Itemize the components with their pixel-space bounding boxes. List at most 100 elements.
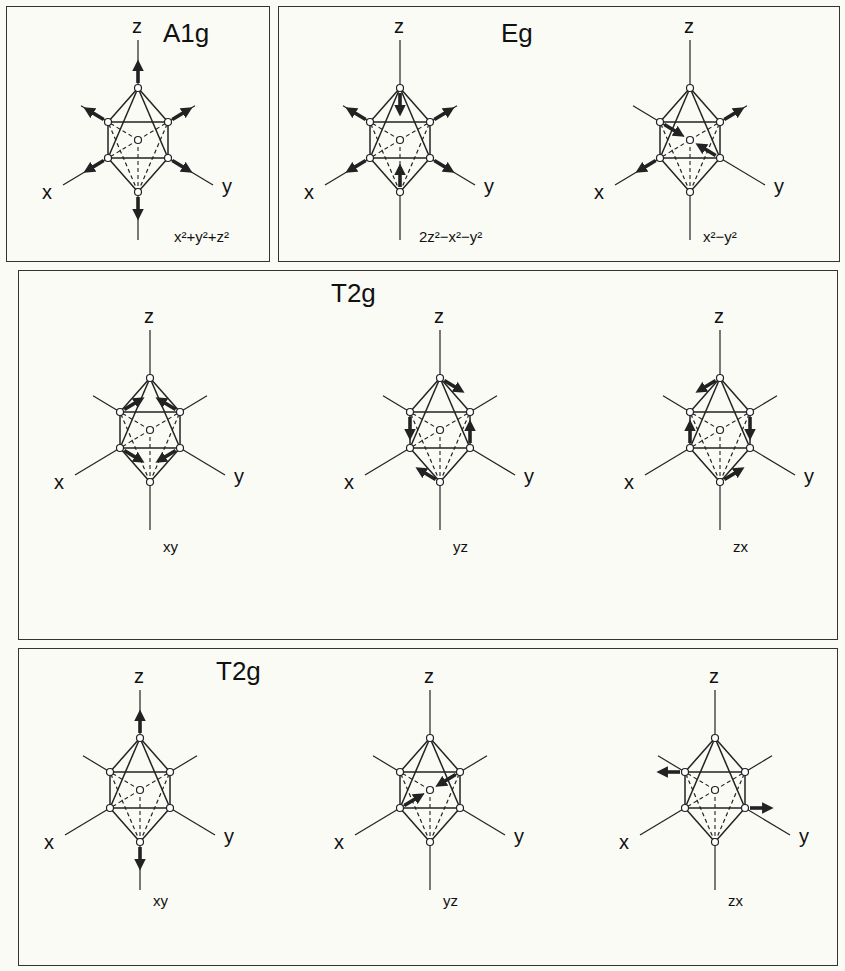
mode-panel: T2gxyyzzx [18, 648, 838, 966]
edge-line [685, 808, 715, 842]
axis-label: x [304, 182, 314, 202]
axis-line [180, 396, 207, 412]
edge-line [370, 122, 400, 192]
ligand-atom [147, 375, 154, 382]
edge-line [399, 772, 401, 808]
displacement-arrow [138, 714, 142, 733]
ligand-atom [657, 155, 664, 162]
axis-line [719, 482, 720, 530]
axis-line [170, 808, 215, 835]
inner-line [149, 430, 150, 482]
axis-line [750, 448, 795, 475]
ligand-atom [437, 479, 444, 486]
inner-line [430, 772, 460, 790]
axis-line [383, 396, 410, 412]
inner-line [110, 772, 140, 790]
axis-line [470, 396, 497, 412]
edge-line [167, 122, 169, 158]
ligand-atom [137, 839, 144, 846]
ligand-atom [165, 119, 172, 126]
inner-line [137, 140, 138, 192]
mode-basis: yz [453, 539, 468, 556]
ligand-atom [457, 769, 464, 776]
axis-line [93, 396, 120, 412]
edge-line [119, 412, 121, 448]
axis-line [689, 192, 690, 240]
edge-line [370, 121, 430, 123]
edge-line [410, 378, 440, 412]
axis-line [399, 192, 400, 240]
mode-basis: x²+y²+z² [174, 229, 229, 246]
edge-line [440, 448, 470, 482]
axis-label: x [334, 832, 344, 852]
axis-line [663, 396, 690, 412]
edge-line [744, 772, 746, 808]
mode-basis: 2z²−x²−y² [419, 229, 482, 246]
edge-line [749, 412, 751, 448]
edge-line [690, 411, 750, 413]
inner-line [150, 412, 180, 430]
edge-line [400, 808, 430, 842]
axis-label: x [54, 472, 64, 492]
mode-panel: A1gx²+y²+z² [6, 6, 270, 262]
mode-symbol: Eg [501, 19, 533, 48]
axis-label: y [514, 826, 524, 846]
central-atom [437, 427, 444, 434]
axis-label: z [714, 306, 724, 326]
axis-label: y [804, 466, 814, 486]
axis-line [373, 756, 400, 772]
ligand-atom [427, 839, 434, 846]
inner-line [410, 412, 440, 430]
edge-line [138, 158, 168, 192]
edge-line [410, 411, 470, 413]
axis-label: y [484, 176, 494, 196]
inner-line [429, 790, 430, 842]
axis-line [460, 756, 487, 772]
axis-line [429, 842, 430, 890]
ligand-atom [437, 375, 444, 382]
displacement-arrow [87, 161, 103, 171]
edge-line [110, 738, 140, 772]
edge-line [400, 771, 460, 773]
edge-line [690, 122, 720, 192]
axis-line [430, 106, 457, 122]
axis-line [719, 330, 720, 378]
ligand-atom [717, 479, 724, 486]
ligand-atom [105, 155, 112, 162]
central-atom [397, 137, 404, 144]
axis-line [689, 40, 690, 88]
ligand-atom [177, 409, 184, 416]
edge-line [459, 772, 461, 808]
edge-line [150, 412, 180, 482]
edge-line [440, 412, 470, 482]
displacement-arrow [408, 417, 412, 436]
axis-line [139, 842, 140, 890]
displacement-arrow [159, 451, 175, 461]
inner-line [690, 430, 720, 448]
displacement-arrow [349, 161, 365, 171]
ligand-atom [177, 445, 184, 452]
edge-line [110, 772, 140, 842]
inner-line [400, 122, 430, 140]
axis-line [470, 448, 515, 475]
displacement-arrow [434, 161, 450, 171]
ligand-atom [742, 769, 749, 776]
inner-line [410, 430, 440, 448]
ligand-atom [107, 805, 114, 812]
edge-line [400, 122, 430, 192]
axis-line [460, 808, 505, 835]
inner-line [690, 412, 720, 430]
ligand-atom [687, 445, 694, 452]
axis-label: z [134, 666, 144, 686]
edge-line [110, 738, 140, 808]
edge-line [107, 122, 109, 158]
edge-line [685, 771, 745, 773]
inner-line [715, 772, 745, 790]
edge-line [690, 88, 720, 158]
inner-line [110, 790, 140, 808]
edge-line [110, 771, 170, 773]
displacement-arrow [87, 110, 103, 120]
axis-label: z [144, 306, 154, 326]
axis-line [180, 448, 225, 475]
ligand-atom [687, 189, 694, 196]
